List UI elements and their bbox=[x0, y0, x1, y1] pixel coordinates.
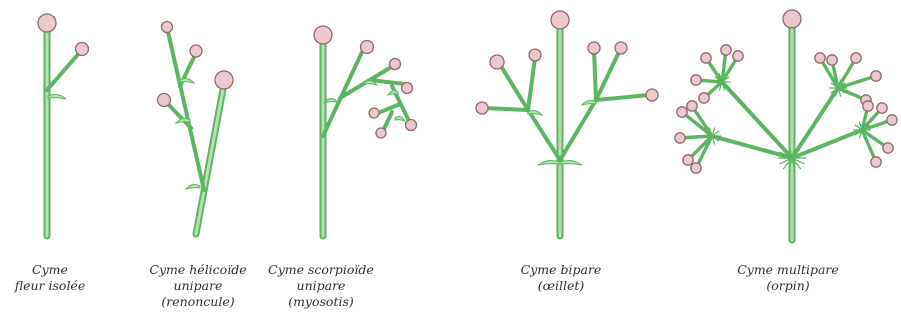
flower-bud bbox=[815, 53, 825, 63]
peduncle bbox=[596, 95, 649, 100]
flower-bud bbox=[691, 75, 701, 85]
left-branch bbox=[528, 110, 560, 160]
flower-bud bbox=[827, 55, 837, 65]
bract bbox=[186, 185, 200, 189]
side-stem bbox=[47, 52, 80, 90]
bract bbox=[48, 95, 66, 99]
flower-bud bbox=[529, 49, 541, 61]
flower-bud bbox=[851, 53, 861, 63]
caption-line: Cyme hélicoïde bbox=[140, 262, 256, 278]
cyme-fleur-isolee-drawing bbox=[38, 14, 89, 236]
flower-bud bbox=[691, 163, 701, 173]
caption-line: Cyme bbox=[8, 262, 92, 278]
flower-bud bbox=[863, 101, 873, 111]
flower-bud bbox=[158, 94, 171, 107]
flower-bud bbox=[215, 71, 233, 89]
flower-bud bbox=[551, 11, 569, 29]
caption-line: (myosotis) bbox=[258, 294, 384, 310]
caption-cyme-bipare: Cyme bipare (œillet) bbox=[506, 262, 616, 294]
cyme-helicoide-drawing bbox=[158, 22, 234, 235]
flower-bud bbox=[646, 89, 658, 101]
caption-line: (renoncule) bbox=[140, 294, 256, 310]
peduncle bbox=[594, 50, 596, 100]
flower-bud bbox=[162, 22, 173, 33]
flower-bud bbox=[877, 103, 887, 113]
peduncle bbox=[528, 58, 535, 110]
flower-bud bbox=[699, 93, 709, 103]
flower-bud bbox=[476, 102, 488, 114]
flower-bud bbox=[733, 51, 743, 61]
main-stem-core bbox=[196, 84, 224, 234]
flower-bud bbox=[675, 133, 685, 143]
peduncle bbox=[596, 50, 620, 100]
caption-cyme-multipare: Cyme multipare (orpin) bbox=[728, 262, 848, 294]
flower-bud bbox=[887, 115, 897, 125]
flower-bud bbox=[38, 14, 56, 32]
flower-bud bbox=[677, 107, 687, 117]
flower-bud bbox=[883, 143, 893, 153]
caption-line: Cyme scorpioïde bbox=[258, 262, 384, 278]
caption-line: Cyme bipare bbox=[506, 262, 616, 278]
caption-line: (œillet) bbox=[506, 278, 616, 294]
flower-bud bbox=[687, 101, 697, 111]
side-stem bbox=[323, 52, 362, 136]
flower-bud bbox=[615, 42, 627, 54]
branch bbox=[378, 104, 400, 113]
flower-bud bbox=[783, 10, 801, 28]
branch bbox=[383, 112, 392, 131]
peduncle bbox=[484, 108, 528, 110]
right-branch bbox=[560, 100, 596, 160]
flower-bud bbox=[402, 83, 413, 94]
flower-bud bbox=[76, 43, 89, 56]
flower-bud bbox=[406, 120, 417, 131]
caption-line: fleur isolée bbox=[8, 278, 92, 294]
flower-bud bbox=[314, 26, 332, 44]
flower-bud bbox=[369, 108, 379, 118]
flower-bud bbox=[490, 55, 504, 69]
caption-line: Cyme multipare bbox=[728, 262, 848, 278]
caption-cyme-fleur-isolee: Cyme fleur isolée bbox=[8, 262, 92, 294]
flower-bud bbox=[871, 157, 881, 167]
caption-line: (orpin) bbox=[728, 278, 848, 294]
caption-line: unipare bbox=[140, 278, 256, 294]
flower-bud bbox=[701, 53, 711, 63]
caption-cyme-scorpioide: Cyme scorpioïde unipare (myosotis) bbox=[258, 262, 384, 310]
caption-cyme-helicoide: Cyme hélicoïde unipare (renoncule) bbox=[140, 262, 256, 310]
cyme-scorpioide-drawing bbox=[314, 26, 417, 236]
flower-bud bbox=[361, 41, 374, 54]
flower-bud bbox=[721, 45, 731, 55]
peduncle bbox=[499, 63, 528, 110]
cyme-bipare-drawing bbox=[476, 11, 658, 236]
flower-bud bbox=[683, 155, 693, 165]
flower-bud bbox=[190, 45, 202, 57]
flower-bud bbox=[376, 128, 386, 138]
flower-bud bbox=[588, 42, 600, 54]
flower-bud bbox=[390, 59, 401, 70]
bract bbox=[395, 117, 405, 121]
cyme-multipare-drawing bbox=[675, 10, 897, 240]
caption-line: unipare bbox=[258, 278, 384, 294]
flower-bud bbox=[871, 71, 881, 81]
